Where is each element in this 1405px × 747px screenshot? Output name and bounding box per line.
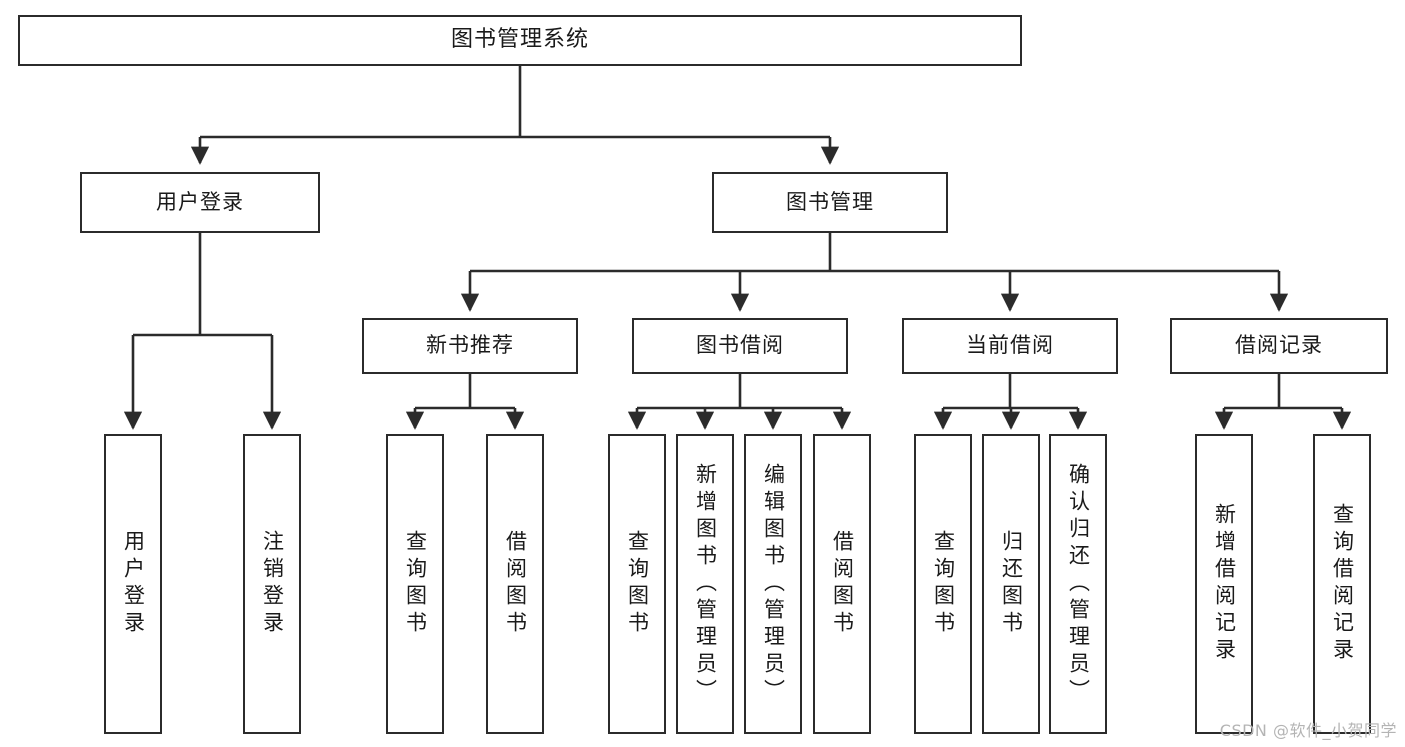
node-label: 用户登录 (121, 530, 146, 638)
node-label: 归还图书 (999, 530, 1024, 638)
leaf-new-book-borrow[interactable]: 借阅图书 (486, 434, 544, 734)
node-label: 确认归还（管理员） (1066, 462, 1091, 706)
node-book-management[interactable]: 图书管理 (712, 172, 948, 233)
watermark: CSDN @软件_小贺同学 (1219, 721, 1397, 740)
node-label: 查询图书 (931, 530, 956, 638)
node-label: 借阅图书 (503, 530, 528, 638)
leaf-borrow-borrow-book[interactable]: 借阅图书 (813, 434, 871, 734)
node-label: 编辑图书（管理员） (761, 462, 786, 706)
leaf-current-return-book[interactable]: 归还图书 (982, 434, 1040, 734)
node-new-book-recommend[interactable]: 新书推荐 (362, 318, 578, 374)
node-label: 当前借阅 (966, 333, 1054, 358)
node-label: 图书管理 (786, 189, 874, 214)
node-user-login[interactable]: 用户登录 (80, 172, 320, 233)
leaf-user-login-logout[interactable]: 注销登录 (243, 434, 301, 734)
leaf-user-login-login[interactable]: 用户登录 (104, 434, 162, 734)
node-label: 新增借阅记录 (1212, 503, 1237, 665)
node-label: 用户登录 (156, 189, 244, 214)
leaf-records-add-record[interactable]: 新增借阅记录 (1195, 434, 1253, 734)
node-label: 借阅图书 (830, 530, 855, 638)
leaf-borrow-add-book[interactable]: 新增图书（管理员） (676, 434, 734, 734)
leaf-records-query-record[interactable]: 查询借阅记录 (1313, 434, 1371, 734)
node-borrow-records[interactable]: 借阅记录 (1170, 318, 1388, 374)
node-label: 查询图书 (625, 530, 650, 638)
leaf-new-book-query[interactable]: 查询图书 (386, 434, 444, 734)
node-label: 图书借阅 (696, 333, 784, 358)
node-label: 借阅记录 (1235, 333, 1323, 358)
leaf-current-query-book[interactable]: 查询图书 (914, 434, 972, 734)
node-label: 新增图书（管理员） (693, 462, 718, 706)
leaf-borrow-edit-book[interactable]: 编辑图书（管理员） (744, 434, 802, 734)
leaf-borrow-query-book[interactable]: 查询图书 (608, 434, 666, 734)
node-label: 图书管理系统 (450, 27, 589, 53)
node-root-system[interactable]: 图书管理系统 (18, 15, 1022, 66)
node-current-borrow[interactable]: 当前借阅 (902, 318, 1118, 374)
node-book-borrow[interactable]: 图书借阅 (632, 318, 848, 374)
node-label: 新书推荐 (426, 333, 514, 358)
node-label: 注销登录 (260, 530, 285, 638)
node-label: 查询借阅记录 (1330, 503, 1355, 665)
node-label: 查询图书 (403, 530, 428, 638)
leaf-current-confirm-return[interactable]: 确认归还（管理员） (1049, 434, 1107, 734)
